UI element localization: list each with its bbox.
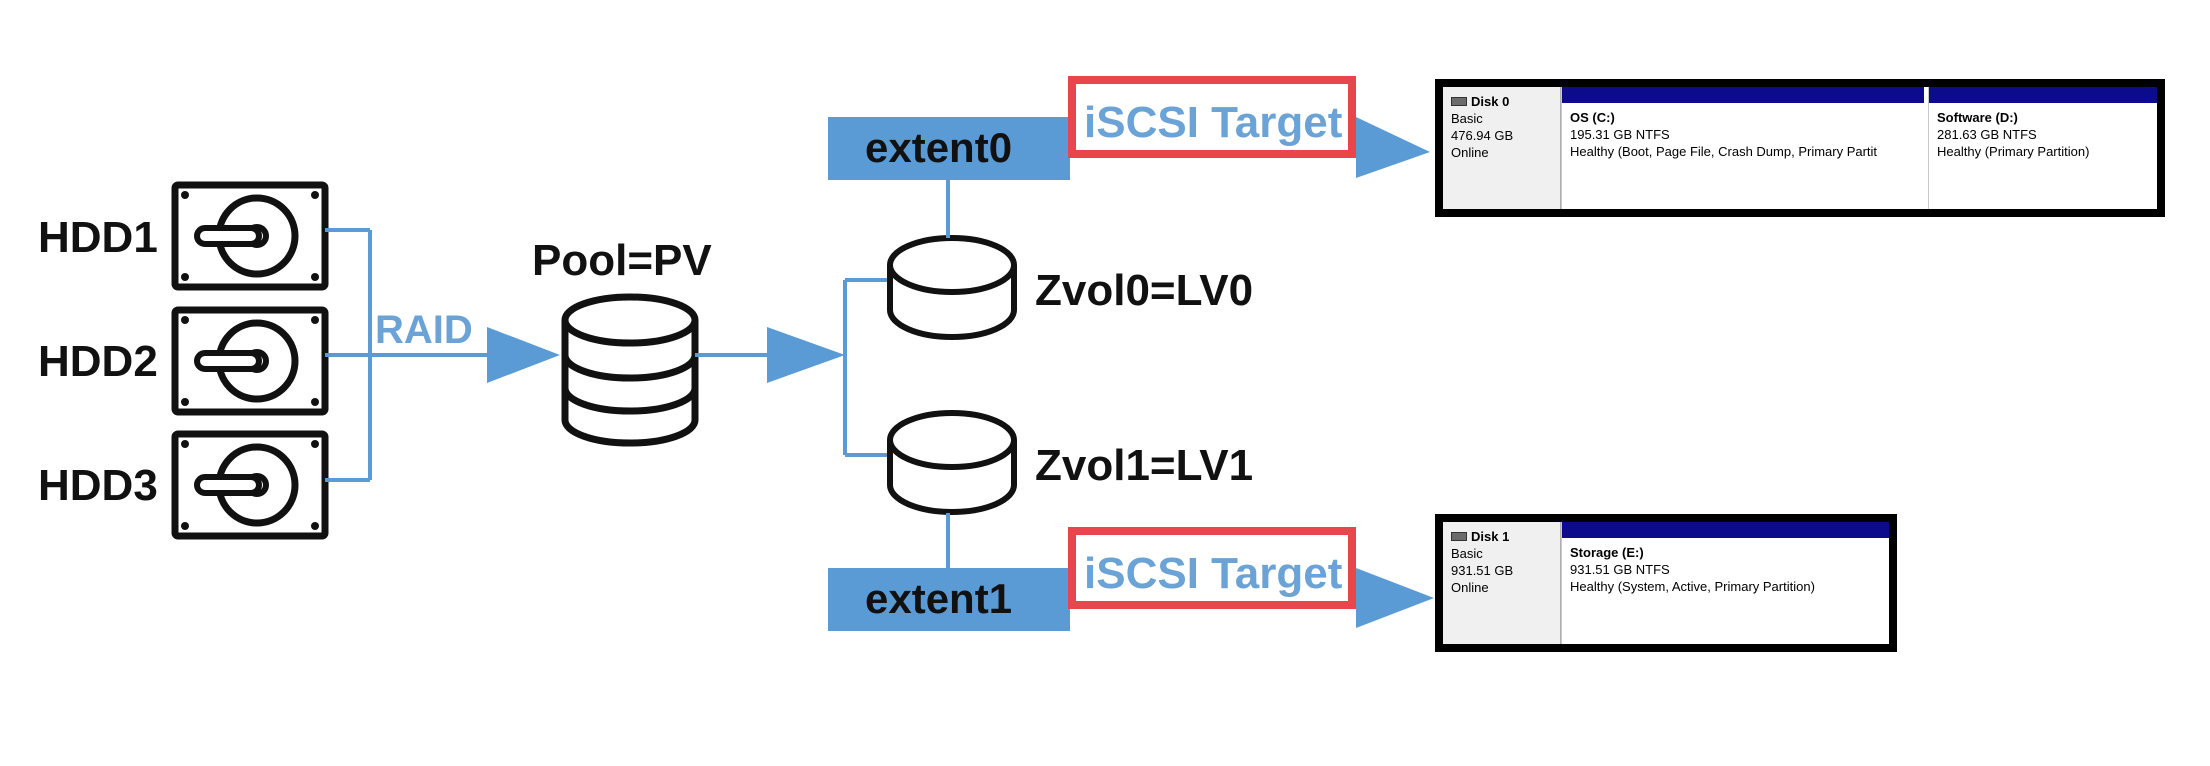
- disk-icon: [1451, 532, 1467, 541]
- hdd1-label: HDD1: [38, 213, 158, 262]
- pool-label: Pool=PV: [532, 236, 712, 285]
- disk-icon: [1451, 97, 1467, 106]
- disk0-name: Disk 0: [1471, 94, 1510, 109]
- disk0-size: 476.94 GB: [1451, 128, 1514, 143]
- disk1-info: Disk 1 Basic 931.51 GB Online: [1443, 522, 1561, 644]
- zvol0-cylinder-icon: [887, 235, 1017, 340]
- iscsi-target1-box: [1068, 527, 1356, 609]
- extent1-box: [828, 568, 1070, 631]
- disk0-info: Disk 0 Basic 476.94 GB Online: [1443, 87, 1561, 209]
- partition-bar: [1562, 522, 1889, 538]
- disk1-type: Basic: [1451, 546, 1483, 561]
- pool-database-icon: [561, 293, 699, 447]
- raid-label: RAID: [375, 308, 473, 352]
- hdd3-label: HDD3: [38, 461, 158, 510]
- raid-connector: [325, 228, 490, 482]
- partition-bar: [1929, 87, 2157, 103]
- iscsi-target0-label: iSCSI Target: [1084, 98, 1343, 147]
- hdd2-icon: [171, 306, 329, 416]
- partition-name: Software (D:): [1937, 110, 2018, 125]
- partition-status: Healthy (System, Active, Primary Partiti…: [1570, 579, 1815, 594]
- partition-size: 195.31 GB NTFS: [1570, 127, 1670, 142]
- hdd1-icon: [171, 181, 329, 291]
- disk1-size: 931.51 GB: [1451, 563, 1514, 578]
- zvol1-cylinder-icon: [887, 410, 1017, 515]
- partition-d[interactable]: Software (D:) 281.63 GB NTFS Healthy (Pr…: [1928, 87, 2157, 209]
- partition-name: OS (C:): [1570, 110, 1615, 125]
- partition-c[interactable]: OS (C:) 195.31 GB NTFS Healthy (Boot, Pa…: [1561, 87, 1924, 209]
- partition-bar: [1562, 87, 1924, 103]
- hdd3-icon: [171, 430, 329, 540]
- disk0-panel: Disk 0 Basic 476.94 GB Online OS (C:) 19…: [1435, 79, 2165, 217]
- hdd2-label: HDD2: [38, 337, 158, 386]
- extent0-box: [828, 117, 1070, 180]
- iscsi-target1-label: iSCSI Target: [1084, 549, 1343, 598]
- partition-status: Healthy (Primary Partition): [1937, 144, 2090, 159]
- disk1-status: Online: [1451, 580, 1489, 595]
- raid-arrow: [487, 327, 560, 383]
- extent1-label: extent1: [865, 575, 1012, 622]
- disk1-name: Disk 1: [1471, 529, 1510, 544]
- partition-e[interactable]: Storage (E:) 931.51 GB NTFS Healthy (Sys…: [1561, 522, 1889, 644]
- disk0-status: Online: [1451, 145, 1489, 160]
- zvol-branch: [843, 278, 890, 457]
- partition-size: 281.63 GB NTFS: [1937, 127, 2037, 142]
- pool-arrow: [767, 327, 845, 383]
- zvol0-label: Zvol0=LV0: [1035, 266, 1253, 315]
- extent0-label: extent0: [865, 124, 1012, 171]
- partition-name: Storage (E:): [1570, 545, 1644, 560]
- disk0-type: Basic: [1451, 111, 1483, 126]
- target1-arrow: [1356, 568, 1434, 628]
- partition-size: 931.51 GB NTFS: [1570, 562, 1670, 577]
- zvol1-label: Zvol1=LV1: [1035, 441, 1253, 490]
- disk1-panel: Disk 1 Basic 931.51 GB Online Storage (E…: [1435, 514, 1897, 652]
- iscsi-target0-box: [1068, 76, 1356, 158]
- partition-status: Healthy (Boot, Page File, Crash Dump, Pr…: [1570, 144, 1878, 159]
- target0-arrow: [1356, 117, 1430, 178]
